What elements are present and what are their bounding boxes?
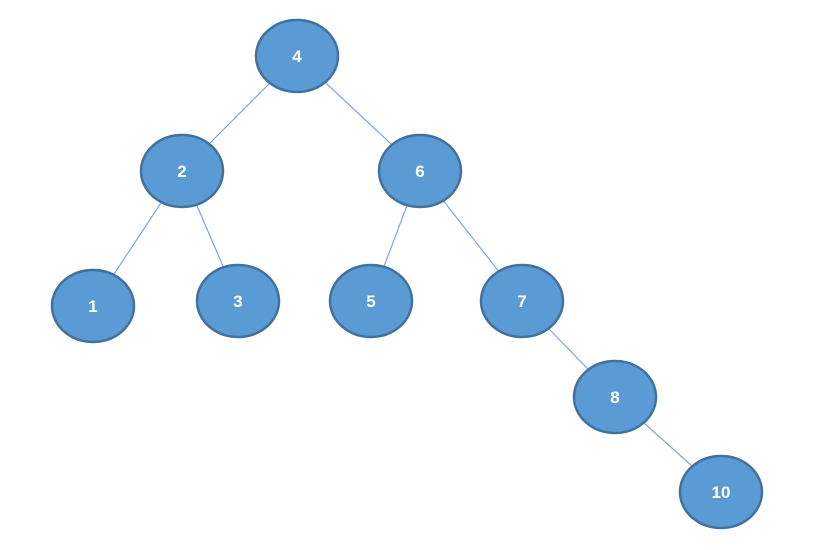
- tree-node-shape-4: [254, 18, 340, 94]
- tree-node-shape-7: [479, 263, 565, 339]
- nodes-layer: 4 2 6 1 3 5 7 8 10: [50, 18, 764, 530]
- tree-node-1: 1: [50, 268, 136, 344]
- tree-node-shape-1: [50, 268, 136, 344]
- tree-node-2: 2: [139, 133, 225, 209]
- tree-node-label-6: 6: [415, 162, 424, 181]
- tree-node-label-10: 10: [712, 483, 731, 502]
- tree-node-3: 3: [195, 263, 281, 339]
- tree-node-6: 6: [377, 133, 463, 209]
- tree-node-shape-8: [572, 359, 658, 435]
- tree-node-10: 10: [678, 454, 764, 530]
- tree-node-label-5: 5: [366, 292, 375, 311]
- tree-node-label-2: 2: [177, 162, 186, 181]
- tree-node-7: 7: [479, 263, 565, 339]
- tree-node-shape-3: [195, 263, 281, 339]
- tree-node-shape-6: [377, 133, 463, 209]
- tree-node-4: 4: [254, 18, 340, 94]
- tree-node-label-8: 8: [610, 388, 619, 407]
- tree-node-label-3: 3: [233, 292, 242, 311]
- tree-node-8: 8: [572, 359, 658, 435]
- tree-node-label-4: 4: [292, 47, 302, 66]
- tree-node-label-1: 1: [88, 297, 97, 316]
- tree-node-shape-2: [139, 133, 225, 209]
- tree-node-shape-10: [678, 454, 764, 530]
- tree-node-shape-5: [328, 263, 414, 339]
- tree-node-5: 5: [328, 263, 414, 339]
- tree-node-label-7: 7: [517, 292, 526, 311]
